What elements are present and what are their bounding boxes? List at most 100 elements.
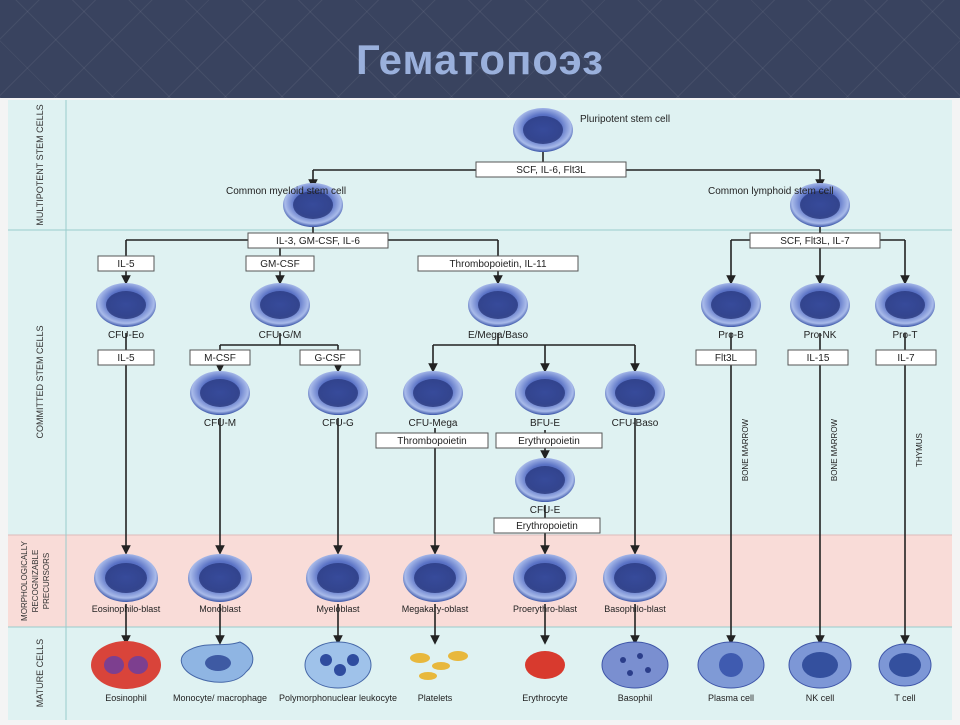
band-label-committed: COMMITTED STEM CELLS	[35, 325, 45, 438]
factor-label: IL-7	[897, 353, 915, 364]
label-cfu-eo: CFU-Eo	[108, 330, 145, 341]
factor-box: M-CSF	[189, 349, 251, 366]
label-nk: NK cell	[806, 693, 835, 703]
label-pluripotent: Pluripotent stem cell	[580, 114, 670, 125]
label-monocyte: Monocyte/ macrophage	[173, 693, 267, 703]
factor-label: M-CSF	[204, 353, 236, 364]
label-proerythroblast: Proerythro-blast	[513, 604, 578, 614]
factor-label: Thrombopoietin	[397, 436, 466, 447]
factor-label: IL-5	[117, 353, 135, 364]
factor-box: G-CSF	[299, 349, 361, 366]
factor-label: Erythropoietin	[518, 436, 580, 447]
cell-cfu-m	[190, 371, 250, 415]
label-basophil: Basophil	[618, 693, 653, 703]
slide-title: Гематопоэз	[355, 36, 604, 83]
factor-box: Thrombopoietin, IL-11	[417, 255, 579, 272]
band-label-precursors: MORPHOLOGICALLY RECOGNIZABLE PRECURSORS	[20, 540, 51, 621]
cell-e-mega-baso	[468, 283, 528, 327]
label-lymphoid: Common lymphoid stem cell	[708, 186, 834, 197]
cell-monoblast	[188, 554, 252, 602]
factor-box: SCF, IL-6, Flt3L	[475, 161, 627, 178]
cell-proerythroblast	[513, 554, 577, 602]
factor-box: IL-3, GM-CSF, IL-6	[247, 232, 389, 249]
label-pro-b: Pro-B	[718, 330, 744, 341]
factor-label: Thrombopoietin, IL-11	[449, 259, 547, 270]
label-e-mega-baso: E/Mega/Baso	[468, 330, 528, 341]
label-basophiloblast: Basophilo-blast	[604, 604, 666, 614]
cell-pro-nk	[790, 283, 850, 327]
cell-megakaryoblast	[403, 554, 467, 602]
band-label-multipotent: MULTIPOTENT STEM CELLS	[35, 104, 45, 225]
factor-label: IL-3, GM-CSF, IL-6	[276, 236, 360, 247]
location-thymus: THYMUS	[915, 433, 924, 467]
cell-tcell	[878, 643, 932, 687]
label-pro-nk: Pro-NK	[804, 330, 837, 341]
factor-box: IL-5	[97, 255, 155, 272]
cell-pro-b	[701, 283, 761, 327]
label-cfu-m: CFU-M	[204, 418, 236, 429]
factor-box: Flt3L	[695, 349, 757, 366]
location-bone-marrow-1: BONE MARROW	[741, 418, 750, 481]
cell-myeloid	[283, 183, 343, 227]
label-pro-t: Pro-T	[893, 330, 918, 341]
cell-platelets	[410, 651, 468, 680]
cell-cfu-baso	[605, 371, 665, 415]
label-erythrocyte: Erythrocyte	[522, 693, 568, 703]
location-bone-marrow-2: BONE MARROW	[830, 418, 839, 481]
hematopoiesis-diagram: MULTIPOTENT STEM CELLS COMMITTED STEM CE…	[7, 99, 953, 721]
label-eosinophil: Eosinophil	[105, 693, 147, 703]
cell-bfu-e	[515, 371, 575, 415]
label-megakaryoblast: Megakary-oblast	[402, 604, 469, 614]
label-myeloblast: Myeloblast	[316, 604, 360, 614]
cell-lymphoid	[790, 183, 850, 227]
factor-label: G-CSF	[314, 353, 345, 364]
factor-box: Thrombopoietin	[375, 432, 489, 449]
band-label-mature: MATURE CELLS	[35, 639, 45, 707]
cell-cfu-gm	[250, 283, 310, 327]
factor-label: Erythropoietin	[516, 521, 578, 532]
label-cfu-g: CFU-G	[322, 418, 354, 429]
label-plasma: Plasma cell	[708, 693, 754, 703]
factor-label: Flt3L	[715, 353, 738, 364]
label-cfu-baso: CFU-Baso	[612, 418, 659, 429]
cell-eosinophil	[91, 641, 161, 689]
label-cfu-mega: CFU-Mega	[409, 418, 458, 429]
label-polymorph: Polymorphonuclear leukocyte	[279, 693, 397, 703]
band-precursors	[8, 535, 952, 627]
factor-box: IL-7	[875, 349, 937, 366]
label-cfu-gm: CFU-G/M	[259, 330, 302, 341]
cell-monocyte	[180, 641, 254, 683]
factor-box: Erythropoietin	[495, 432, 603, 449]
cell-myeloblast	[306, 554, 370, 602]
label-bfu-e: BFU-E	[530, 418, 560, 429]
cell-cfu-eo	[96, 283, 156, 327]
factor-label: SCF, IL-6, Flt3L	[516, 165, 586, 176]
cell-cfu-mega	[403, 371, 463, 415]
label-platelets: Platelets	[418, 693, 453, 703]
cell-erythrocyte	[525, 651, 565, 679]
svg-text:RECOGNIZABLE: RECOGNIZABLE	[31, 550, 40, 613]
cell-pro-t	[875, 283, 935, 327]
factor-label: SCF, Flt3L, IL-7	[780, 236, 850, 247]
cell-cfu-e	[515, 458, 575, 502]
label-monoblast: Monoblast	[199, 604, 241, 614]
cell-polymorph	[304, 641, 372, 689]
cell-basophiloblast	[603, 554, 667, 602]
cell-nk	[788, 641, 852, 689]
factor-label: GM-CSF	[260, 259, 299, 270]
slide-header-background	[0, 0, 960, 98]
band-committed	[8, 230, 952, 535]
cell-eosinophiloblast	[94, 554, 158, 602]
factor-box: IL-15	[787, 349, 849, 366]
label-myeloid: Common myeloid stem cell	[226, 186, 346, 197]
svg-text:MORPHOLOGICALLY: MORPHOLOGICALLY	[20, 540, 29, 621]
label-tcell: T cell	[894, 693, 915, 703]
label-cfu-e: CFU-E	[530, 505, 561, 516]
svg-text:PRECURSORS: PRECURSORS	[42, 553, 51, 609]
cell-cfu-g	[308, 371, 368, 415]
cell-pluripotent	[513, 108, 573, 152]
factor-box: Erythropoietin	[493, 517, 601, 534]
factor-label: IL-5	[117, 259, 135, 270]
factor-box: SCF, Flt3L, IL-7	[749, 232, 881, 249]
cell-basophil	[601, 641, 669, 689]
